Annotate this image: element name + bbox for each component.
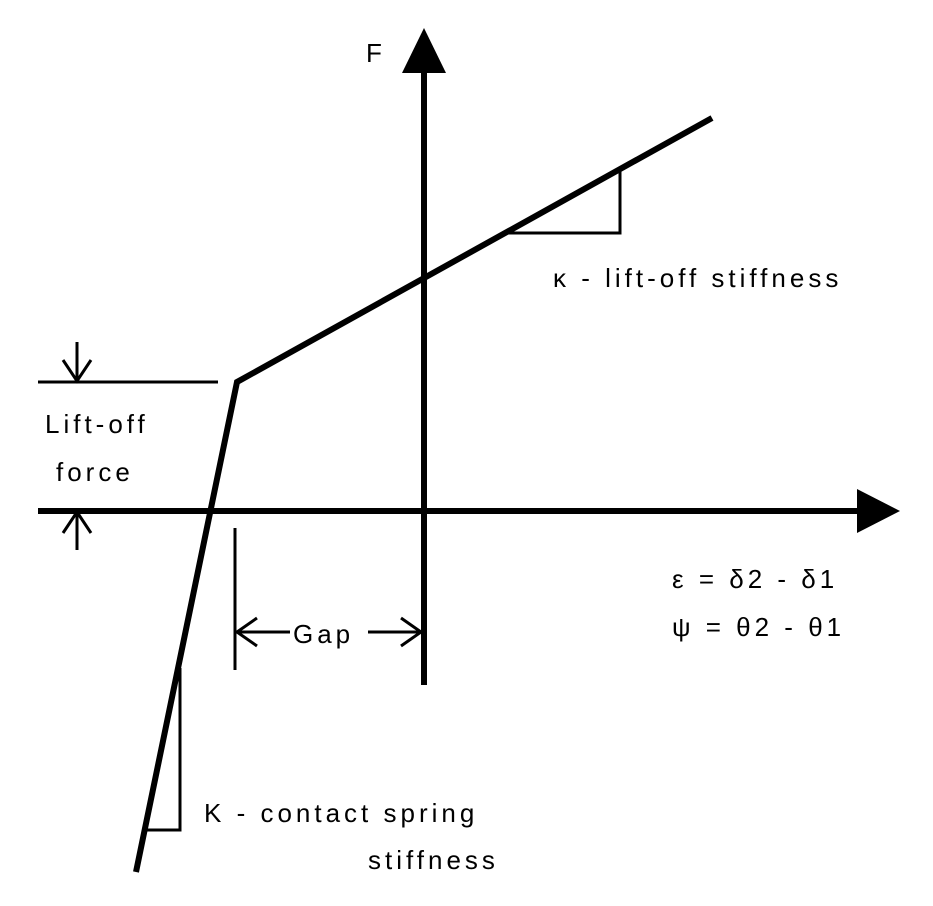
- gap-dimension: [233, 528, 424, 670]
- left-arrow-icon: [234, 616, 258, 648]
- lift-off-stiffness-label: κ - lift-off stiffness: [553, 263, 842, 293]
- gap-label: Gap: [293, 619, 354, 649]
- lift-off-stiffness-slope-triangle: [508, 170, 622, 235]
- epsilon-equation-label: ε = δ2 - δ1: [672, 564, 838, 594]
- down-arrow-icon: [61, 359, 93, 384]
- contact-stiffness-slope-triangle: [146, 668, 182, 832]
- right-arrow-icon: [400, 616, 424, 648]
- vertical-axis-arrowhead: [402, 28, 446, 73]
- psi-equation-label: ψ = θ2 - θ1: [672, 612, 845, 642]
- up-arrow-icon: [61, 509, 93, 534]
- force-deflection-curve: [133, 115, 714, 873]
- force-axis-label: F: [366, 38, 382, 68]
- lift-off-force-label-line1: Lift-off: [45, 409, 149, 439]
- lift-off-force-dimension: [38, 342, 218, 550]
- vertical-axis: [402, 28, 446, 685]
- lift-off-force-label-line2: force: [56, 457, 134, 487]
- contact-stiffness-label-line1: K - contact spring: [204, 798, 478, 828]
- horizontal-axis-arrowhead: [857, 489, 900, 533]
- horizontal-axis: [38, 489, 900, 533]
- contact-stiffness-label-line2: stiffness: [368, 845, 499, 875]
